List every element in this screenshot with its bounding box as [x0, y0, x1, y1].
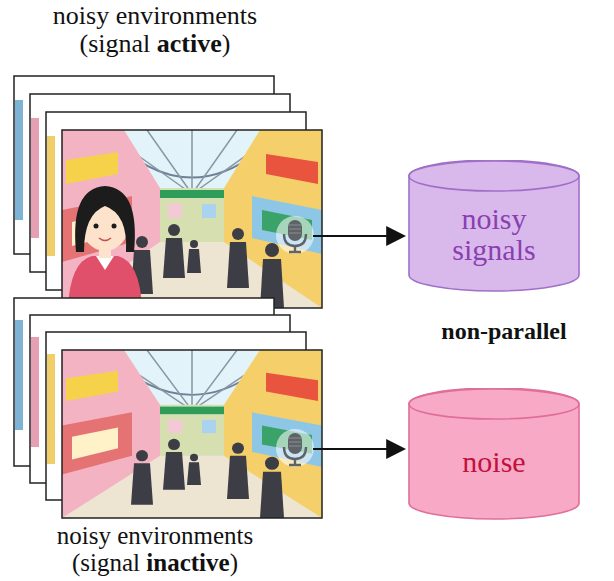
caption-group: noisy environments(signalactive)	[5, 2, 305, 58]
photo-edge	[31, 337, 39, 447]
arcade-scene	[62, 350, 322, 518]
caption-line: noisy environments	[5, 2, 305, 30]
caption-line: (signalactive)	[5, 30, 305, 58]
photo-frame	[62, 350, 322, 518]
image-stack-inactive	[14, 298, 322, 518]
cylinder-body	[409, 388, 579, 519]
caption-label: (signal	[72, 549, 140, 576]
photo-frame	[62, 130, 322, 308]
collar	[96, 256, 114, 270]
cylinder-label: noisy signals	[429, 203, 559, 266]
photo-edge	[15, 100, 23, 220]
photo-edge	[15, 320, 23, 430]
cylinder-top	[409, 161, 579, 191]
photo-edge	[31, 118, 39, 238]
caption-label: )	[230, 549, 238, 576]
cylinder-body	[409, 160, 579, 291]
caption-label: noisy environments	[53, 2, 257, 30]
caption-label: )	[222, 30, 231, 58]
database-cylinder: noisy signals	[408, 160, 580, 292]
emphasis-label: inactive	[146, 549, 229, 576]
photo-edge	[47, 354, 55, 464]
recording-arrow	[313, 235, 404, 237]
eye	[94, 224, 99, 229]
image-stack-active	[14, 76, 322, 308]
caption-line: non-parallel	[398, 318, 610, 344]
caption-label: (signal	[80, 30, 151, 58]
database-cylinder: noise	[408, 388, 580, 520]
caption-line: (signalinactive)	[5, 549, 305, 576]
caption-group: non-parallel	[398, 318, 610, 344]
microphone-icon	[276, 429, 314, 467]
microphone-icon	[276, 216, 314, 254]
caption-label: noisy environments	[57, 522, 254, 549]
woman-speaker	[68, 186, 142, 308]
caption-line: noisy environments	[5, 522, 305, 549]
hair	[75, 186, 135, 252]
mouth	[99, 238, 111, 241]
recording-arrow	[313, 448, 404, 450]
emphasis-label: non-parallel	[441, 318, 566, 344]
caption-group: noisy environments(signalinactive)	[5, 522, 305, 576]
cylinder-top	[409, 389, 579, 419]
eye	[112, 224, 117, 229]
emphasis-label: active	[157, 30, 222, 58]
photo-edge	[47, 136, 55, 256]
arcade-scene	[62, 130, 322, 308]
cylinder-label: noise	[419, 446, 569, 478]
